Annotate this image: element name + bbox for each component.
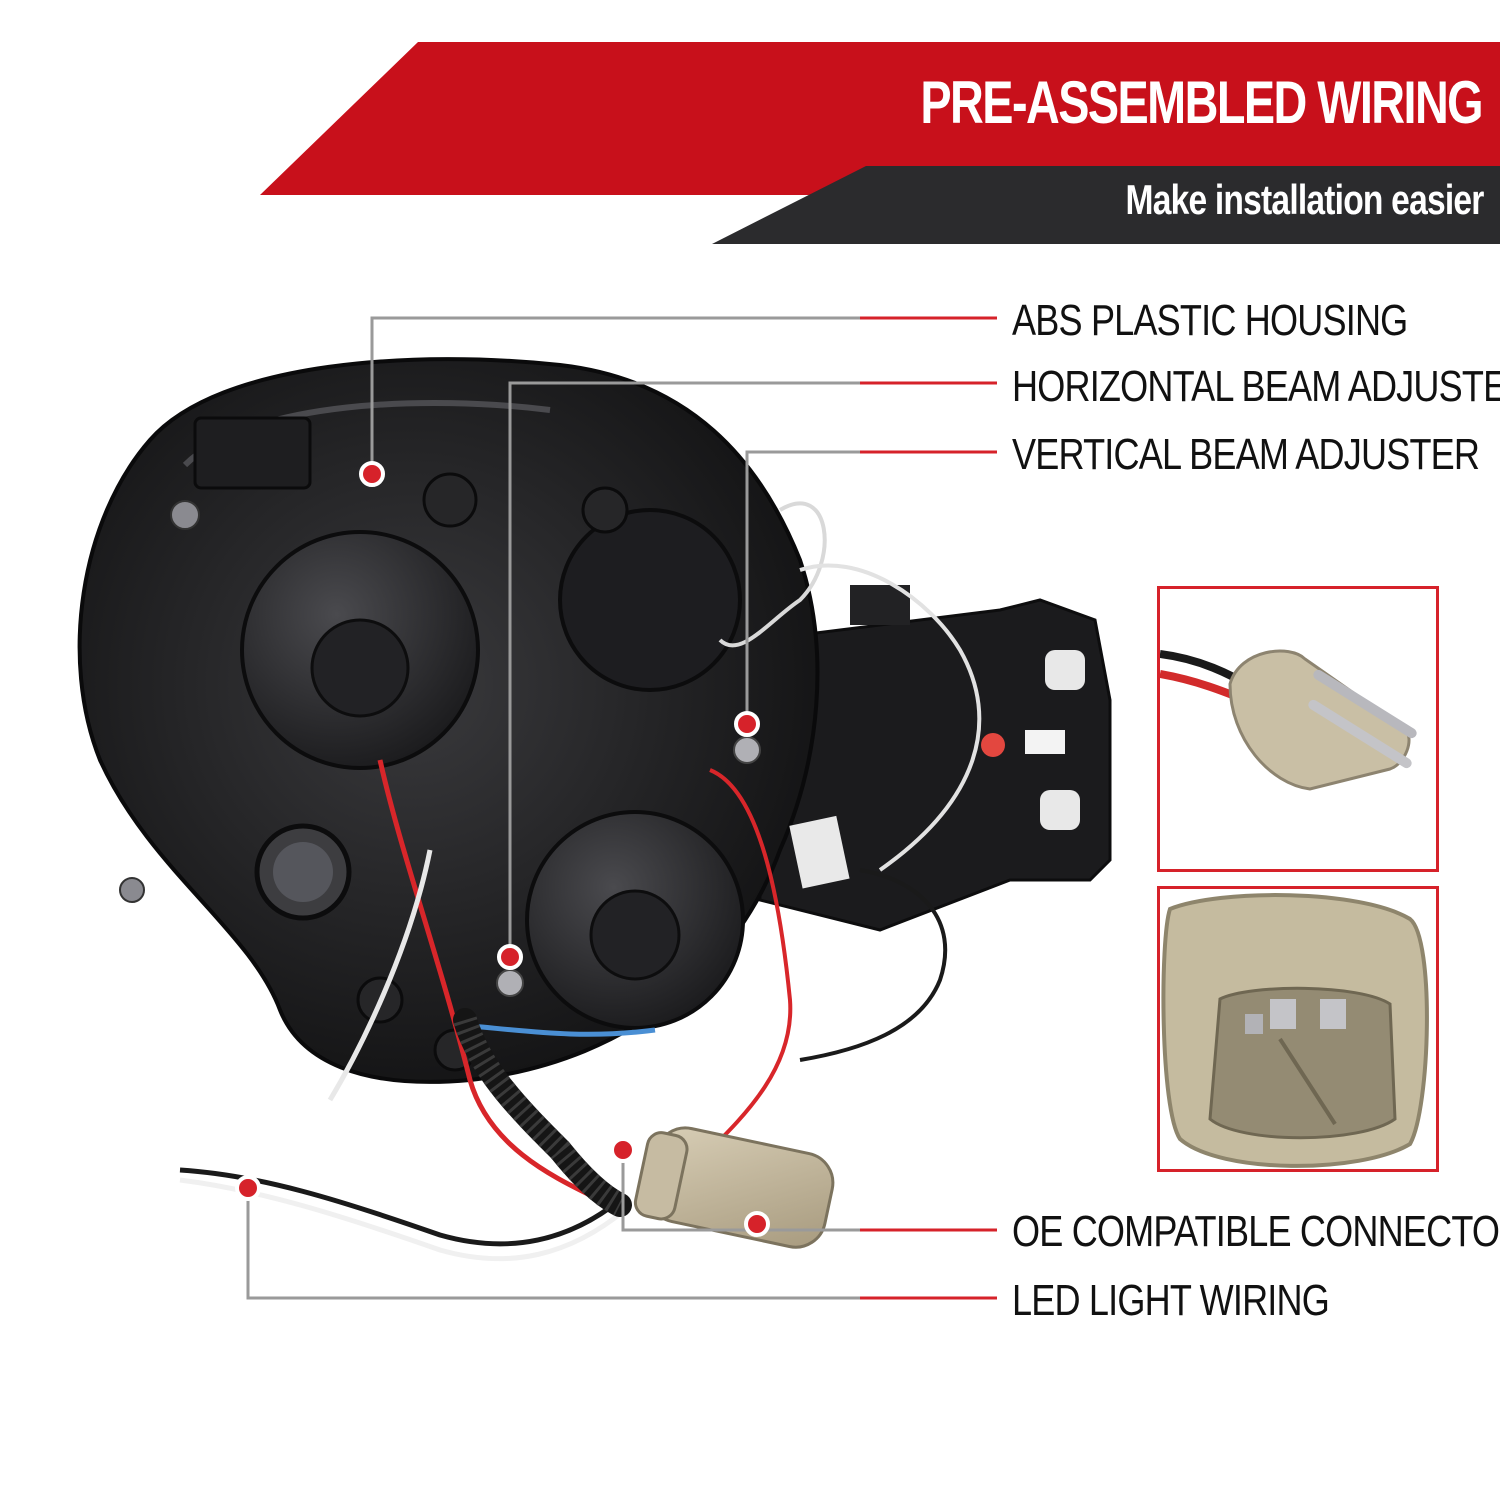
page-title: PRE-ASSEMBLED WIRING xyxy=(920,69,1483,136)
callout-led-light-wiring: LED LIGHT WIRING xyxy=(1012,1276,1330,1325)
callout-abs-plastic-housing: ABS PLASTIC HOUSING xyxy=(1012,296,1408,345)
bulb-socket-image xyxy=(1160,649,1417,791)
dot-led-light-wiring xyxy=(235,1175,261,1201)
leader-abs-plastic-housing xyxy=(370,316,997,472)
page-subtitle: Make installation easier xyxy=(1125,176,1485,223)
inset-oe-connector xyxy=(1157,886,1439,1172)
inset-bulb-socket xyxy=(1157,586,1439,872)
callout-horizontal-beam-adjuster: HORIZONTAL BEAM ADJUSTER xyxy=(1012,362,1500,411)
bulb-cap-upper-right xyxy=(558,508,742,692)
dot-oe-connector-b xyxy=(744,1211,770,1237)
callout-oe-compatible-connectors: OE COMPATIBLE CONNECTORS xyxy=(1012,1207,1500,1256)
dot-vertical-beam-adjuster xyxy=(734,711,760,737)
callout-vertical-beam-adjuster: VERTICAL BEAM ADJUSTER xyxy=(1012,430,1480,479)
dot-abs-plastic-housing xyxy=(359,461,385,487)
leader-horizontal-beam-adjuster xyxy=(508,381,997,955)
dot-horizontal-beam-adjuster xyxy=(497,944,523,970)
wire-loom xyxy=(453,1008,632,1217)
callout-dots xyxy=(235,461,770,1237)
oe-connector-image xyxy=(1161,893,1429,1168)
leader-led-light-wiring xyxy=(246,1188,997,1300)
mounting-bracket xyxy=(758,598,1112,932)
oe-connector xyxy=(633,1126,835,1249)
dot-oe-connector-a xyxy=(610,1137,636,1163)
